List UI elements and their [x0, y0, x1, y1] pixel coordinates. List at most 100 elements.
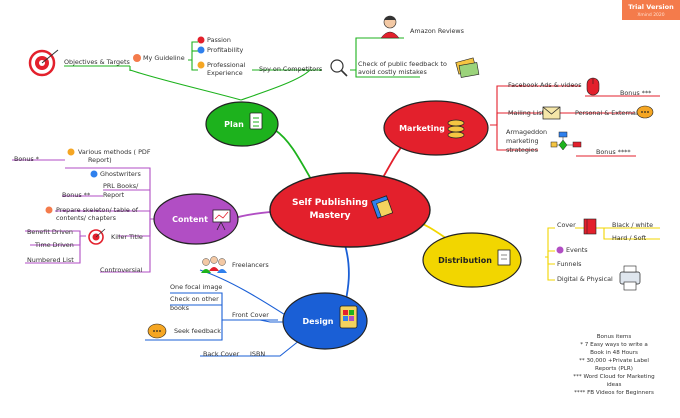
profitability-topic[interactable]: Profitability — [207, 46, 243, 54]
hard-soft-topic[interactable]: Hard / Soft — [612, 234, 647, 242]
reviewer-avatar-icon — [380, 15, 400, 39]
isbn-topic[interactable]: ISBN — [250, 350, 265, 358]
experience-topic-line1[interactable]: Professional — [207, 61, 246, 69]
chat-bubble-icon — [636, 105, 654, 119]
armageddon-line3[interactable]: strategies — [506, 146, 539, 154]
bonus-items-title: Bonus items — [597, 334, 632, 340]
connectors — [12, 37, 660, 357]
bonus-items-l5: *** Word Cloud for Marketing — [573, 374, 655, 380]
plr-line2[interactable]: Report — [103, 191, 125, 199]
cover-topic[interactable]: Cover — [557, 221, 576, 229]
mailing-topic[interactable]: Mailing List — [508, 109, 545, 117]
content-label: Content — [172, 215, 208, 224]
plr-line1[interactable]: PRL Books/ — [103, 182, 139, 190]
star-icon — [197, 61, 205, 69]
skeleton-icon — [45, 206, 53, 214]
bonus-1star[interactable]: Bonus * — [14, 155, 39, 163]
experience-topic-line2[interactable]: Experience — [207, 69, 243, 77]
back-cover-topic[interactable]: Back Cover — [203, 350, 240, 358]
ghostwriter-icon — [90, 170, 98, 178]
prepare-line2[interactable]: contents/ chapters — [56, 214, 117, 222]
front-cover-topic[interactable]: Front Cover — [232, 311, 269, 319]
bonus-items-note: Bonus items * 7 Easy ways to write a Boo… — [573, 334, 655, 396]
document-icon — [497, 249, 511, 266]
center-node[interactable]: Self Publishing Mastery — [269, 172, 431, 248]
various-methods-line1[interactable]: Various methods ( PDF — [78, 148, 151, 156]
feedback-bubble-icon — [147, 323, 167, 339]
numbered-list-topic[interactable]: Numbered List — [27, 256, 74, 264]
center-title-line1: Self Publishing — [292, 198, 368, 208]
dollar-icon — [197, 46, 205, 54]
guideline-topic[interactable]: My Guideline — [143, 54, 185, 62]
bonus-items-l2: Book in 48 Hours — [590, 350, 638, 356]
heart-icon — [197, 36, 205, 44]
palette-icon — [339, 305, 358, 329]
distribution-node[interactable]: Distribution — [422, 232, 522, 288]
controversial-topic[interactable]: Controversial — [100, 266, 143, 274]
trial-title: Trial Version — [628, 3, 674, 11]
envelope-icon — [542, 106, 561, 120]
book-cover-icon — [583, 218, 597, 235]
various-methods-line2[interactable]: Report) — [88, 156, 112, 164]
printer-icon — [619, 265, 641, 291]
bonus-4star[interactable]: Bonus **** — [596, 148, 631, 156]
pdf-icon — [67, 148, 75, 156]
freelancers-topic[interactable]: Freelancers — [232, 261, 269, 269]
freelancers-icon — [201, 256, 227, 273]
funnels-topic[interactable]: Funnels — [557, 260, 582, 268]
seek-feedback-topic[interactable]: Seek feedback — [174, 327, 221, 335]
bonus-3star[interactable]: Bonus *** — [620, 89, 651, 97]
ghostwriters-topic[interactable]: Ghostwriters — [100, 170, 141, 178]
objectives-topic[interactable]: Objectives & Targets — [64, 58, 130, 66]
bonus-items-l6: ideas — [607, 382, 622, 388]
marketing-node[interactable]: Marketing — [383, 100, 489, 156]
marketing-label: Marketing — [399, 124, 445, 133]
passion-topic[interactable]: Passion — [207, 36, 231, 44]
trial-sub: Xmind 2020 — [637, 12, 664, 18]
events-icon — [556, 246, 564, 254]
plan-node[interactable]: Plan — [205, 101, 279, 147]
black-white-topic[interactable]: Black / white — [612, 221, 653, 229]
center-title-line2: Mastery — [309, 211, 350, 221]
amazon-topic[interactable]: Amazon Reviews — [410, 27, 465, 35]
focal-image-topic[interactable]: One focal image — [170, 283, 222, 291]
personal-external-topic[interactable]: Personal & External — [575, 109, 638, 117]
money-icon — [455, 57, 480, 78]
check-other-line1[interactable]: Check on other — [170, 295, 219, 303]
armageddon-line2[interactable]: marketing — [506, 137, 539, 145]
time-driven-topic[interactable]: Time Driven — [34, 241, 74, 249]
bonus-items-l3: ** 30,000 +Private Label — [579, 358, 649, 364]
killer-title-target-icon — [88, 228, 106, 245]
guideline-icon — [133, 54, 141, 62]
check-feedback-line2[interactable]: avoid costly mistakes — [358, 68, 427, 76]
killer-title-topic[interactable]: Killer Title — [111, 233, 143, 241]
bonus-items-l7: **** FB Videos for Beginners — [574, 390, 654, 396]
flowchart-icon — [550, 131, 582, 151]
mouse-icon — [586, 77, 600, 96]
design-label: Design — [303, 317, 334, 326]
digital-physical-topic[interactable]: Digital & Physical — [557, 275, 613, 283]
content-node[interactable]: Content — [153, 193, 239, 245]
benefit-driven-topic[interactable]: Benefit Driven — [27, 228, 73, 236]
check-other-line2[interactable]: books — [170, 304, 190, 312]
trial-badge: Trial Version Xmind 2020 — [622, 0, 680, 20]
facebook-topic[interactable]: Facebook Ads & videos — [508, 81, 582, 89]
prepare-line1[interactable]: Prepare skeleton/ table of — [56, 206, 139, 214]
magnifier-icon — [330, 59, 348, 77]
events-topic[interactable]: Events — [566, 246, 588, 254]
spy-topic[interactable]: Spy on Competitors — [259, 65, 323, 73]
check-feedback-line1[interactable]: Check of public feedback to — [358, 60, 447, 68]
distribution-label: Distribution — [438, 256, 492, 265]
coins-icon — [447, 119, 465, 139]
bonus-2star[interactable]: Bonus ** — [62, 191, 90, 199]
armageddon-line1[interactable]: Armageddon — [506, 128, 547, 136]
target-icon — [28, 49, 59, 77]
presentation-icon — [212, 209, 231, 231]
bonus-items-l4: Reports (PLR) — [595, 366, 633, 372]
plan-label: Plan — [224, 120, 244, 129]
bonus-items-l1: * 7 Easy ways to write a — [580, 342, 648, 348]
book-icon — [370, 195, 394, 219]
design-node[interactable]: Design — [282, 292, 368, 350]
clipboard-icon — [249, 112, 263, 130]
